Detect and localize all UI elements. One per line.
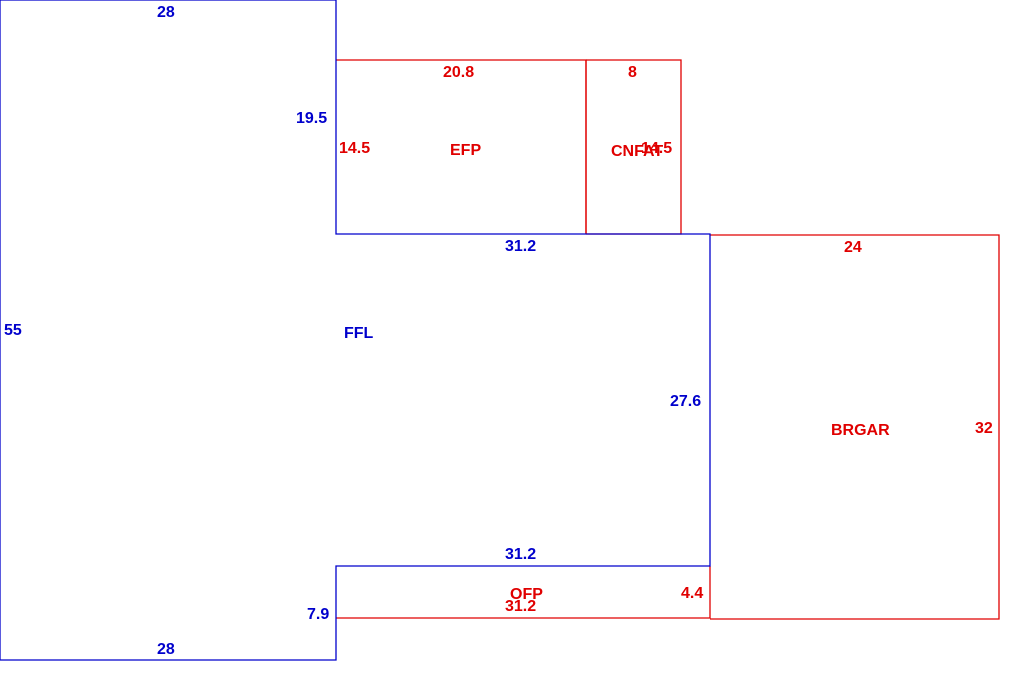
ofp-outline [336, 566, 711, 619]
area-label-cnfat: CNFAT [611, 143, 663, 160]
dim-cnfat-right: 14.5 [641, 140, 672, 157]
area-label-ffl: FFL [344, 325, 374, 342]
brgar-outline [710, 234, 1000, 620]
dim-ffl-step-upper: 19.5 [296, 110, 327, 127]
dim-ffl-right: 27.6 [670, 393, 701, 410]
dim-efp-left: 14.5 [339, 140, 370, 157]
dim-ffl-left: 55 [4, 322, 22, 339]
dim-ffl-middle-top: 31.2 [505, 238, 536, 255]
dim-ofp-right: 4.4 [681, 585, 703, 602]
ffl-outline [0, 0, 711, 661]
dim-ffl-step-lower: 7.9 [307, 606, 329, 623]
area-label-ofp: OFP [510, 586, 543, 603]
dim-ffl-bottom: 28 [157, 641, 175, 658]
dim-brgar-top: 24 [844, 239, 862, 256]
dim-cnfat-top: 8 [628, 64, 637, 81]
dim-ffl-middle-bottom: 31.2 [505, 546, 536, 563]
dim-ffl-top: 28 [157, 4, 175, 21]
dim-brgar-right: 32 [975, 420, 993, 437]
dim-ofp-bottom: 31.2 [505, 598, 536, 615]
area-label-brgar: BRGAR [831, 422, 890, 439]
area-label-efp: EFP [450, 142, 481, 159]
dim-efp-top: 20.8 [443, 64, 474, 81]
